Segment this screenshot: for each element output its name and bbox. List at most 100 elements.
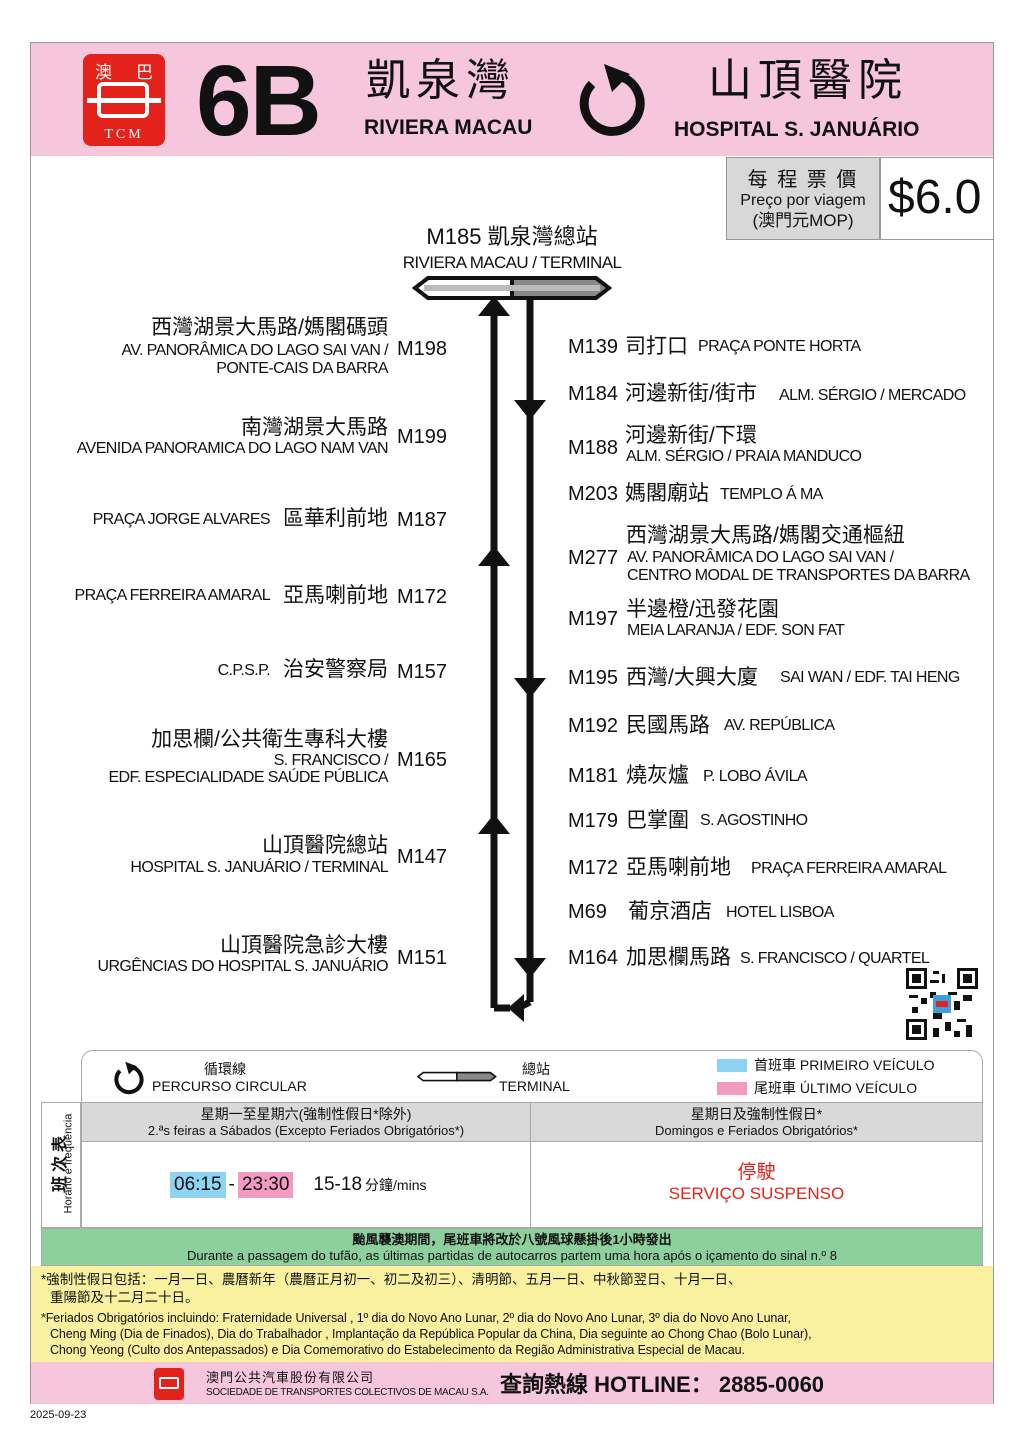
frequency: 15-18 [313, 1174, 363, 1195]
stop-code: M188 [568, 437, 619, 459]
legend-circular-cn: 循環線 [204, 1061, 246, 1077]
holiday-schedule: 停駛 SERVIÇO SUSPENSO [531, 1142, 983, 1228]
stop-code: M157 [397, 661, 448, 683]
typhoon-cn: 颱風襲澳期間，尾班車將改於八號風球懸掛後1小時發出 [352, 1232, 672, 1247]
notes-cn-line1: *強制性假日包括：一月一日、農曆新年（農曆正月初一、初二及初三）、清明節、五月一… [41, 1272, 742, 1287]
stop-code: M199 [397, 426, 448, 448]
fare-price: $6.0 [888, 171, 982, 224]
suspended-pt: SERVIÇO SUSPENSO [668, 1184, 845, 1203]
weekday-schedule: 06:15 - 23:30 15-18 分鐘/mins [81, 1142, 531, 1228]
footer-logo-icon [154, 1368, 184, 1400]
circular-arrow-icon [114, 1061, 144, 1095]
legend-circular-pt: PERCURSO CIRCULAR [152, 1078, 307, 1094]
fare-label-box: 每 程 票 價 Preço por viagem (澳門元MOP) [726, 157, 880, 240]
stop-name-cn: 半邊橙/迅發花園 [626, 598, 779, 621]
stop-name-pt: P. LOBO ÁVILA [703, 768, 808, 785]
legend-first-pt: PRIMEIRO VEÍCULO [799, 1057, 935, 1073]
footer [31, 1362, 993, 1404]
last-bus-swatch [717, 1082, 747, 1095]
stop-code: M197 [568, 608, 619, 630]
stop-name-cn: 燒灰爐 [626, 764, 689, 787]
stop-name-cn: 司打口 [625, 335, 688, 358]
stop-name-pt: AV. PANORÂMICA DO LAGO SAI VAN / [121, 342, 388, 359]
stop-code: M139 [568, 336, 619, 358]
legend-terminal-pt: TERMINAL [499, 1078, 570, 1094]
qr-code-icon[interactable] [906, 968, 978, 1040]
stop-name-pt: EDF. ESPECIALIDADE SAÚDE PÚBLICA [108, 769, 388, 786]
notes-pt-line1: *Feriados Obrigatórios incluindo: Frater… [41, 1311, 791, 1325]
legend-first-cn: 首班車 [754, 1057, 796, 1073]
holiday-pt: Domingos e Feriados Obrigatórios* [654, 1123, 859, 1138]
suspended-cn: 停駛 [737, 1162, 776, 1183]
stop-code: M203 [568, 483, 619, 505]
stop-name-cn: 南灣湖景大馬路 [241, 416, 388, 439]
stop-name-cn: 河邊新街/街市 [625, 382, 757, 405]
company-cn: 澳門公共汽車股份有限公司 [206, 1370, 375, 1385]
terminal-pt: RIVIERA MACAU / TERMINAL [402, 253, 622, 272]
stop-name-cn: 加思欄馬路 [626, 946, 731, 969]
weekday-pt: 2.ªs feiras a Sábados (Excepto Feriados … [147, 1123, 465, 1138]
time-separator: - [228, 1174, 235, 1195]
stop-name-pt: ALM. SÉRGIO / MERCADO [779, 387, 966, 404]
frequency-unit: 分鐘/mins [365, 1177, 427, 1193]
stop-name-pt: SAI WAN / EDF. TAI HENG [780, 669, 960, 686]
legend-last: 尾班車 ÚLTIMO VEÍCULO [754, 1080, 917, 1097]
destination-cn: 山頂醫院 [708, 55, 908, 106]
stop-code: M187 [397, 509, 448, 531]
stop-code: M184 [568, 383, 619, 405]
holiday-header: 星期日及強制性假日* Domingos e Feriados Obrigatór… [531, 1102, 983, 1142]
logo-bar [87, 98, 161, 103]
terminal-title: M185 凱泉灣總站 [426, 224, 598, 249]
tcm-logo: 澳巴 TCM [83, 54, 165, 146]
stop-name-cn: 山頂醫院總站 [262, 834, 388, 857]
first-bus-time: 06:15 [170, 1172, 226, 1198]
stop-name-pt: PRAÇA FERREIRA AMARAL [74, 587, 271, 604]
stop-name-cn: 亞馬喇前地 [283, 584, 388, 607]
stop-name-cn: 區華利前地 [283, 507, 388, 530]
stop-name-pt: PRAÇA PONTE HORTA [698, 338, 861, 355]
timetable-side-pt: Horário e frequência [62, 1113, 75, 1214]
stop-name-cn: 西灣湖景大馬路/媽閣交通樞紐 [626, 524, 905, 547]
origin-pt: RIVIERA MACAU [364, 116, 533, 139]
up-arrows [478, 296, 510, 834]
stop-code: M164 [568, 947, 619, 969]
logo-char-2: 巴 [136, 63, 153, 82]
stop-name-cn: 西灣/大興大廈 [626, 666, 758, 689]
stop-name-pt: MEIA LARANJA / EDF. SON FAT [627, 622, 845, 639]
legend-last-cn: 尾班車 [754, 1080, 796, 1096]
stop-name-pt: PONTE-CAIS DA BARRA [216, 360, 388, 377]
stop-name-cn: 河邊新街/下環 [625, 424, 757, 447]
stop-name-cn: 西灣湖景大馬路/媽閣碼頭 [151, 316, 388, 339]
notes-cn-line2: 重陽節及十二月二十日。 [50, 1290, 199, 1305]
hotline-number[interactable]: 2885-0060 [718, 1372, 825, 1397]
stop-name-pt: ALM. SÉRGIO / PRAIA MANDUCO [626, 448, 862, 465]
weekday-cn: 星期一至星期六(強制性假日*除外) [200, 1106, 412, 1122]
stop-code: M195 [568, 667, 619, 689]
stop-name-pt: PRAÇA JORGE ALVARES [92, 511, 271, 528]
legend-terminal-cn: 總站 [522, 1061, 550, 1077]
last-bus-time: 23:30 [237, 1172, 294, 1198]
first-bus-swatch [717, 1059, 747, 1072]
legend [81, 1050, 983, 1102]
origin-cn: 凱泉灣 [366, 55, 516, 106]
company-pt: SOCIEDADE DE TRANSPORTES COLECTIVOS DE M… [206, 1387, 489, 1398]
stop-name-pt: AV. REPÚBLICA [724, 717, 835, 734]
stop-code: M277 [568, 547, 619, 569]
stop-name-pt: S. AGOSTINHO [700, 812, 808, 829]
hotline: 查詢熱線 HOTLINE： 2885-0060 [500, 1372, 824, 1398]
stop-code: M151 [397, 947, 448, 969]
stop-code: M181 [568, 765, 619, 787]
notes-pt-line2: Cheng Ming (Dia de Finados), Dia do Trab… [50, 1327, 812, 1341]
hotline-cn: 查詢熱線 [500, 1372, 589, 1397]
fare-label-pt: Preço por viagem [740, 192, 866, 209]
hotline-label: HOTLINE： [594, 1372, 713, 1397]
typhoon-notice: 颱風襲澳期間，尾班車將改於八號風球懸掛後1小時發出 Durante a pass… [41, 1228, 983, 1266]
route-line-diagram [411, 276, 613, 1022]
route-number: 6B [196, 45, 322, 157]
weekday-header: 星期一至星期六(強制性假日*除外) 2.ªs feiras a Sábados … [81, 1102, 531, 1142]
stop-code: M172 [397, 586, 448, 608]
stop-name-pt: PRAÇA FERREIRA AMARAL [751, 860, 947, 877]
stop-code: M198 [397, 338, 448, 360]
circular-arrow-icon [579, 64, 645, 136]
stop-name-cn: 葡京酒店 [628, 900, 712, 923]
